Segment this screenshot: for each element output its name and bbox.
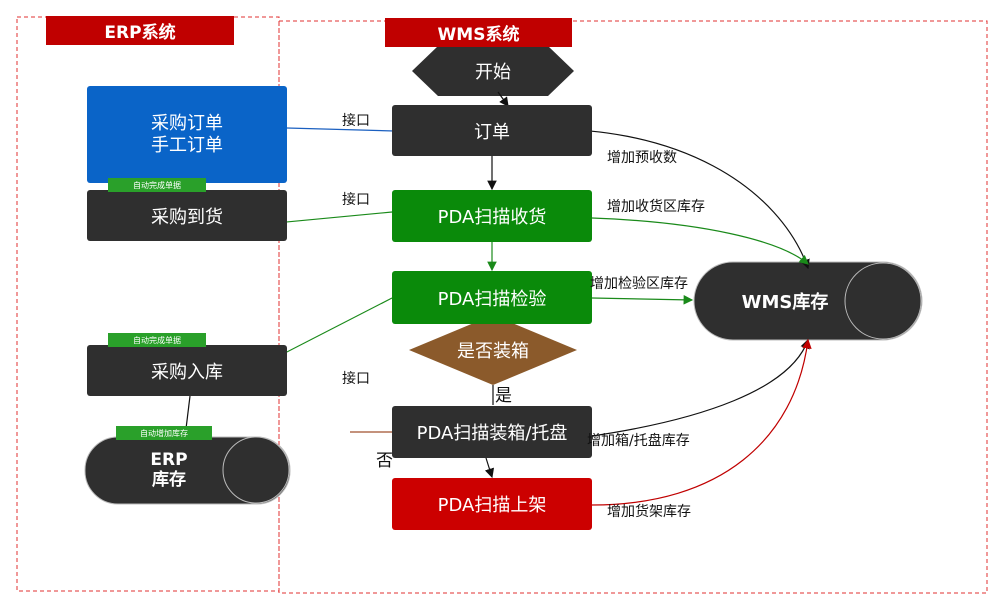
start-hexagon xyxy=(412,46,574,96)
wms-stock-cylinder xyxy=(693,261,923,341)
add-receive-area-label: 增加收货区库存 xyxy=(607,199,705,215)
add-box-pallet-label: 增加箱/托盘库存 xyxy=(587,433,690,449)
purchase-arrival-node: 采购到货 xyxy=(87,190,287,241)
arrow-shelf-to-wms-stock xyxy=(591,338,812,506)
add-inspect-area-label: 增加检验区库存 xyxy=(590,276,688,292)
wms-region-border xyxy=(278,20,988,594)
arrow-pack-to-wms-stock xyxy=(591,338,810,437)
pda-inspect-node: PDA扫描检验 xyxy=(392,271,592,324)
add-expected-label: 增加预收数 xyxy=(607,150,677,166)
interface-label: 接口 xyxy=(342,192,370,208)
auto-add-stock-tag: 自动增加库存 xyxy=(116,426,212,440)
decision-label: 是否装箱 xyxy=(457,341,529,362)
pda-pack-node: PDA扫描装箱/托盘 xyxy=(392,406,592,458)
decision-diamond xyxy=(409,315,577,385)
arrow-inspect-to-wms-stock xyxy=(591,295,694,305)
interface-label: 接口 xyxy=(342,371,370,387)
no-label: 否 xyxy=(376,451,393,471)
order-node: 订单 xyxy=(392,105,592,156)
auto-complete-tag: 自动完成单据 xyxy=(108,333,206,347)
yes-label: 是 xyxy=(495,386,512,406)
pda-shelf-node: PDA扫描上架 xyxy=(392,478,592,530)
wms-header: WMS系统 xyxy=(385,18,572,47)
start-label: 开始 xyxy=(475,62,511,83)
interface-label: 接口 xyxy=(342,113,370,129)
purchase-inbound-node: 采购入库 xyxy=(87,345,287,396)
erp-header: ERP系统 xyxy=(46,16,234,45)
arrow-receive-to-wms-stock xyxy=(591,217,809,265)
purchase-order-node: 采购订单 手工订单 xyxy=(87,86,287,183)
arrow-start-to-order xyxy=(497,91,509,107)
auto-complete-tag: 自动完成单据 xyxy=(108,178,206,192)
wms-stock-label: WMS库存 xyxy=(741,292,829,313)
add-shelf-label: 增加货架库存 xyxy=(607,504,691,520)
pda-receive-node: PDA扫描收货 xyxy=(392,190,592,242)
arrow-pack-to-shelf xyxy=(484,457,495,479)
erp-stock-label: ERP 库存 xyxy=(150,449,188,490)
